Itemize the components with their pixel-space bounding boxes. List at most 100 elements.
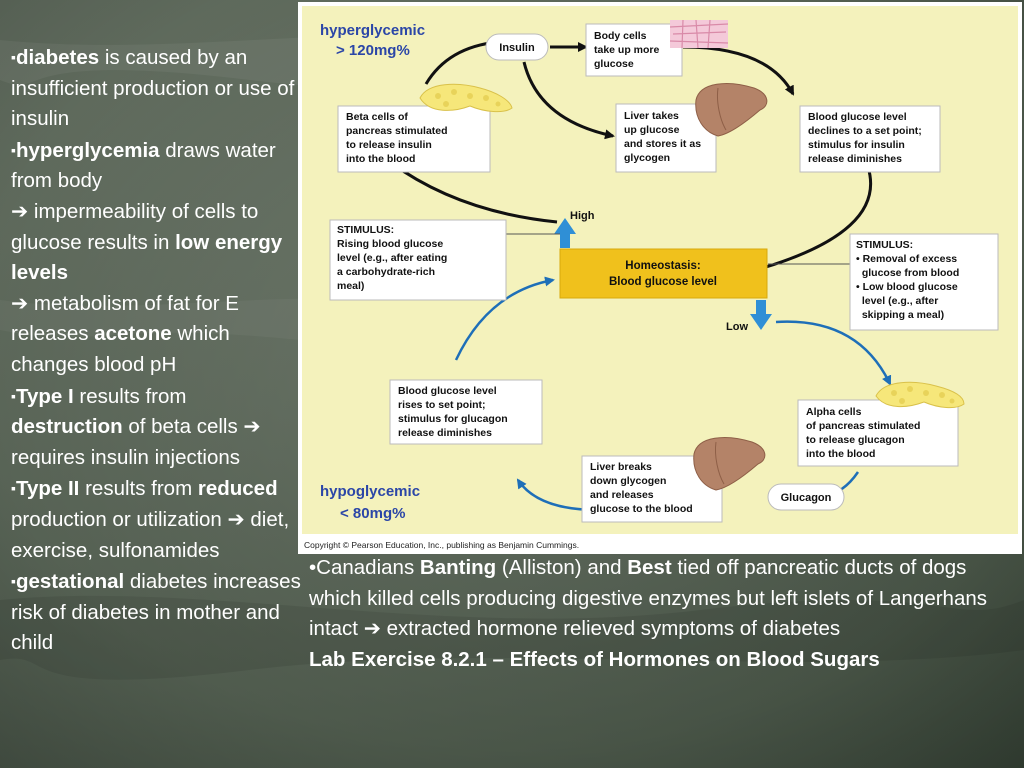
left-bullet-text: ▪diabetes is caused by an insufficient p… [11, 42, 303, 659]
pancreas-icon [419, 83, 513, 113]
pancreas-icon [875, 381, 965, 409]
term-diabetes: diabetes [15, 46, 100, 69]
glucose-regulation-figure: Copyright © Pearson Education, Inc., pub… [298, 2, 1022, 554]
insulin-pill [485, 33, 549, 61]
bullet-hyperglycemia: ▪hyperglycemia draws water from body [11, 135, 303, 197]
alpha-cells-line: into the blood [806, 448, 875, 460]
bullet-text: results from [79, 477, 198, 501]
bullet-text: metabolism of fat for E releases [11, 291, 239, 346]
beta-cells-line: Beta cells of [346, 111, 408, 123]
beta-cells-line: pancreas stimulated [346, 125, 448, 137]
alpha-cells-line: Alpha cells [806, 406, 862, 418]
right-arrow-icon: ➔ [11, 291, 29, 315]
paragraph-text: (Alliston) and [496, 556, 628, 579]
stimulus-rising-box [329, 219, 507, 301]
sub-acetone: ➔ metabolism of fat for E releases aceto… [11, 289, 303, 381]
stimulus-rising-line: Rising blood glucose [337, 238, 443, 250]
term-hyperglycemia: hyperglycemia [15, 138, 160, 162]
right-arrow-icon: ➔ [243, 415, 261, 439]
lab-exercise-title: Lab Exercise 8.2.1 – Effects of Hormones… [309, 645, 1009, 676]
rises-line: rises to set point; [398, 399, 486, 411]
arrow-high-to-beta [388, 160, 558, 224]
term-acetone: acetone [94, 322, 172, 346]
body-cells-box [585, 23, 683, 77]
glucagon-pill [767, 483, 845, 511]
bullet-text: draws water from body [11, 138, 276, 193]
term-type-1: Type I [15, 384, 74, 408]
body-cells-icon [669, 19, 729, 49]
bullet-text: production or utilization [11, 507, 228, 531]
bullet-gestational: ▪gestational diabetes increases risk of … [11, 566, 303, 659]
declines-line: release diminishes [808, 153, 902, 165]
liver-takes-line: glycogen [624, 152, 670, 164]
stimulus-rising-line: level (e.g., after eating [337, 252, 447, 264]
bullet-text: requires insulin injections [11, 445, 241, 469]
liver-takes-line: Liver takes [624, 110, 679, 122]
stimulus-low-line: • Removal of excess [856, 253, 957, 265]
alpha-cells-line: of pancreas stimulated [806, 420, 920, 432]
bullet-text: results from [73, 384, 187, 408]
declines-line: declines to a set point; [808, 125, 922, 137]
stimulus-low-box [849, 233, 999, 331]
square-bullet-icon: ▪ [11, 573, 16, 590]
alpha-cells-box [797, 399, 959, 467]
liver-takes-line: up glucose [624, 124, 680, 136]
high-label: High [570, 210, 595, 222]
liver-breaks-line: down glycogen [590, 475, 666, 487]
rises-line: release diminishes [398, 427, 492, 439]
term-destruction: destruction [11, 415, 123, 439]
square-bullet-icon: ▪ [11, 480, 16, 497]
lab-exercise-text: Lab Exercise 8.2.1 – Effects of Hormones… [309, 647, 880, 671]
bullet-text: of beta cells [122, 415, 244, 439]
stimulus-rising-line: STIMULUS: [337, 224, 394, 236]
stimulus-rising-line: a carbohydrate-rich [337, 266, 435, 278]
body-cells-line: take up more [594, 44, 660, 56]
bullet-text: diet, exercise, sulfonamides [11, 507, 290, 562]
arrow-rises-to-homeostasis [454, 276, 555, 361]
bullet-text: diabetes increases risk of diabetes in m… [11, 570, 301, 655]
rises-line: Blood glucose level [398, 385, 497, 397]
high-up-arrow-icon [554, 218, 576, 248]
paragraph-text: extracted hormone relieved symptoms of d… [380, 617, 841, 641]
hypoglycemic-threshold: < 80mg% [340, 505, 405, 522]
liver-breaks-line: glucose to the blood [590, 503, 693, 515]
arrow-insulin-to-liver [522, 61, 615, 140]
homeostasis-title: Homeostasis: [625, 260, 700, 272]
paragraph-text: •Canadians [309, 556, 420, 579]
liver-icon [695, 83, 768, 137]
hyperglycemic-threshold: > 120mg% [336, 42, 410, 59]
sub-impermeability: ➔ impermeability of cells to glucose res… [11, 197, 303, 289]
term-best: Best [627, 556, 672, 579]
square-bullet-icon: ▪ [11, 49, 16, 65]
arrow-low-to-alpha [775, 320, 892, 386]
feedback-loop-diagram: Copyright © Pearson Education, Inc., pub… [302, 6, 1018, 550]
stimulus-low-line: STIMULUS: [856, 239, 913, 251]
right-arrow-icon: ➔ [227, 507, 245, 531]
low-down-arrow-icon [750, 300, 772, 330]
stimulus-low-line: • Low blood glucose [856, 281, 958, 293]
bullet-type-1: ▪Type I results from destruction of beta… [11, 381, 303, 474]
term-type-2: Type II [15, 477, 80, 501]
declines-line: Blood glucose level [808, 111, 907, 123]
square-bullet-icon: ▪ [11, 387, 16, 404]
stimulus-low-line: level (e.g., after [856, 295, 938, 307]
rises-box [389, 379, 543, 445]
rises-line: stimulus for glucagon [398, 413, 508, 425]
bullet-type-2: ▪Type II results from reduced production… [11, 473, 303, 566]
hypoglycemic-label: hypoglycemic [320, 483, 420, 500]
right-arrow-icon: ➔ [363, 617, 381, 641]
hyperglycemic-label: hyperglycemic [320, 22, 425, 39]
term-reduced: reduced [197, 477, 278, 501]
liver-takes-line: and stores it as [624, 138, 701, 150]
insulin-label: Insulin [499, 42, 535, 54]
glucagon-label: Glucagon [781, 492, 832, 504]
liver-icon [693, 437, 766, 491]
beta-cells-line: to release insulin [346, 139, 432, 151]
beta-cells-box [337, 105, 491, 173]
banting-best-paragraph: •Canadians Banting (Alliston) and Best t… [309, 553, 1009, 645]
declines-box [799, 105, 941, 173]
term-low-energy: low energy levels [11, 230, 283, 285]
stimulus-low-line: glucose from blood [856, 267, 959, 279]
homeostasis-subtitle: Blood glucose level [609, 276, 717, 288]
declines-line: stimulus for insulin [808, 139, 905, 151]
